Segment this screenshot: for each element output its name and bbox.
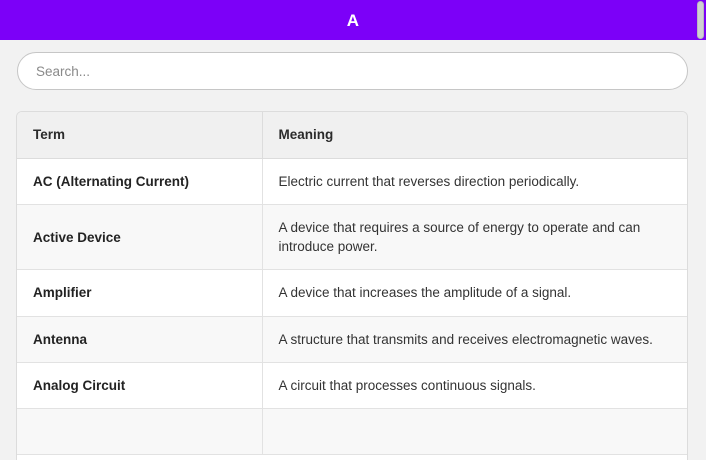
- cell-term: Antenna: [17, 316, 263, 363]
- cell-meaning: A structure that transmits and receives …: [262, 316, 687, 363]
- cell-term: Active Device: [17, 204, 263, 271]
- search-container: [17, 52, 688, 90]
- header-bar: A: [0, 0, 706, 40]
- cell-meaning: A device that requires a source of energ…: [262, 204, 687, 271]
- cell-term: AC (Alternating Current): [17, 158, 263, 206]
- cell-meaning: Electric current that reverses direction…: [262, 158, 687, 206]
- search-input[interactable]: [17, 52, 688, 90]
- glossary-table-container: Term Meaning AC (Alternating Current) El…: [16, 111, 688, 460]
- table-body: AC (Alternating Current) Electric curren…: [17, 158, 687, 456]
- vertical-scrollbar[interactable]: [695, 0, 706, 460]
- cell-term: [17, 408, 263, 456]
- cell-meaning: [262, 408, 687, 456]
- table-row[interactable]: AC (Alternating Current) Electric curren…: [17, 158, 687, 206]
- page-title: A: [346, 10, 360, 30]
- cell-term: Analog Circuit: [17, 362, 263, 409]
- table-header: Term Meaning: [17, 112, 687, 159]
- table-row[interactable]: Antenna A structure that transmits and r…: [17, 316, 687, 363]
- cell-meaning: A device that increases the amplitude of…: [262, 269, 687, 317]
- table-header-row: Term Meaning: [17, 112, 687, 159]
- cell-meaning: A circuit that processes continuous sign…: [262, 362, 687, 409]
- table-row[interactable]: Active Device A device that requires a s…: [17, 204, 687, 271]
- glossary-table: Term Meaning AC (Alternating Current) El…: [17, 112, 687, 456]
- column-header-term: Term: [17, 112, 263, 159]
- scrollbar-thumb[interactable]: [697, 1, 704, 39]
- table-row[interactable]: Amplifier A device that increases the am…: [17, 269, 687, 317]
- column-header-meaning: Meaning: [262, 112, 687, 159]
- table-row[interactable]: Analog Circuit A circuit that processes …: [17, 362, 687, 409]
- table-row-partial[interactable]: [17, 408, 687, 456]
- cell-term: Amplifier: [17, 269, 263, 317]
